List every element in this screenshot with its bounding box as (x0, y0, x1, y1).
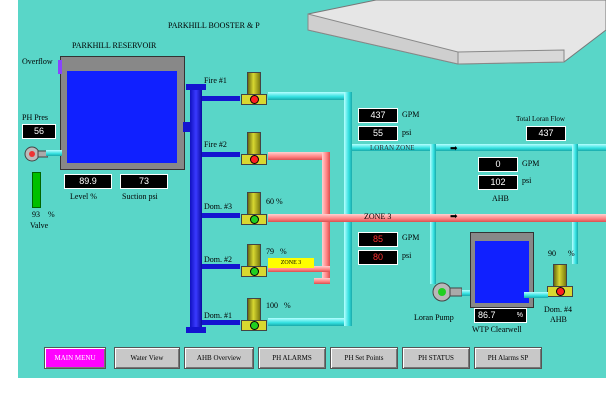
ph-alarms-sp-button[interactable]: PH Alarms SP (474, 347, 542, 369)
valve-label: Valve (30, 221, 49, 230)
ahb-label: AHB (492, 194, 509, 203)
dom1-label: Dom. #1 (204, 311, 232, 320)
level-readout: 89.9 (64, 174, 112, 189)
discharge-dom1 (268, 318, 350, 326)
valve-indicator (32, 172, 41, 208)
branch-dom1 (202, 320, 240, 325)
discharge-fire1 (268, 92, 352, 100)
ph-pres-label: PH Pres (22, 113, 49, 122)
hmi-screen: PARKHILL BOOSTER & P PARKHILL RESERVOIR … (18, 0, 606, 378)
overflow-label: Overflow (22, 57, 53, 66)
ahb-psi-unit: psi (522, 176, 532, 185)
zone3-gpm-readout: 85 (358, 232, 398, 247)
dom4-percent: 90 % (548, 249, 575, 258)
page-title: PARKHILL BOOSTER & P (168, 21, 260, 30)
ph-status-button[interactable]: PH STATUS (402, 347, 470, 369)
loran-flow-arrow: ➡ (450, 143, 458, 153)
branch-fire1 (202, 96, 240, 101)
ph-set-points-button[interactable]: PH Set Points (330, 347, 398, 369)
branch-dom2 (202, 264, 240, 269)
zone3-psi-readout: 80 (358, 250, 398, 265)
fire2-label: Fire #2 (204, 140, 227, 149)
ahb-drop-pipe (572, 144, 578, 264)
zone3-psi-unit: psi (402, 251, 412, 260)
clearwell-water (475, 241, 529, 303)
dom4-label-1: Dom. #4 (544, 305, 572, 314)
pump-dom4[interactable] (547, 264, 573, 297)
loran-psi-unit: psi (402, 128, 412, 137)
discharge-riser (344, 92, 352, 306)
dom3-percent: 60 % (266, 197, 283, 206)
zone3-main-pipe (268, 214, 606, 222)
water-view-button[interactable]: Water View (114, 347, 180, 369)
discharge-dom1-riser (344, 300, 352, 326)
ahb-gpm-unit: GPM (522, 159, 540, 168)
clearwell-label: WTP Clearwell (472, 325, 522, 334)
zone3-valve (314, 278, 330, 284)
loran-gpm-unit: GPM (402, 110, 420, 119)
pump-dom3[interactable] (241, 192, 267, 225)
loran-gpm-readout: 437 (358, 108, 398, 123)
reservoir-tank (60, 56, 185, 170)
inlet-pipe (46, 150, 62, 156)
valve-percent: 93 % (32, 210, 55, 219)
dom3-label: Dom. #3 (204, 202, 232, 211)
branch-dom3 (202, 213, 240, 218)
dom4-pipe (524, 292, 548, 298)
branch-fire2 (202, 152, 240, 157)
loran-pump-label: Loran Pump (414, 313, 454, 322)
pump-fire2[interactable] (241, 132, 267, 165)
inlet-pump-icon (24, 146, 48, 162)
total-loran-flow-readout: 437 (526, 126, 566, 141)
suction-label: Suction psi (122, 192, 158, 201)
zone3-fire2 (268, 152, 330, 160)
dom1-percent: 100 % (266, 301, 291, 310)
pump-fire1[interactable] (241, 72, 267, 105)
fire1-label: Fire #1 (204, 76, 227, 85)
ahb-overview-button[interactable]: AHB Overview (184, 347, 254, 369)
overflow-pipe (58, 60, 62, 74)
clearwell-tank (470, 232, 534, 308)
header-cap-bottom (186, 327, 206, 333)
suction-header (190, 84, 202, 332)
main-menu-button[interactable]: MAIN MENU (44, 347, 106, 369)
zone3-label: ZONE 3 (364, 212, 392, 221)
reservoir-label: PARKHILL RESERVOIR (72, 41, 157, 50)
loran-pump-icon[interactable] (428, 280, 462, 304)
reservoir-water (67, 71, 177, 163)
ahb-gpm-readout: 0 (478, 157, 518, 172)
zone3-flow-arrow: ➡ (450, 211, 458, 221)
total-loran-flow-label: Total Loran Flow (516, 115, 565, 123)
header-cap-top (186, 84, 206, 90)
ph-pres-readout: 56 (22, 124, 56, 139)
loran-zone-pipe (352, 144, 606, 151)
loran-psi-readout: 55 (358, 126, 398, 141)
zone3-dom2 (268, 266, 330, 272)
zone3-gpm-unit: GPM (402, 233, 420, 242)
overlay-panel (307, 0, 606, 65)
dom2-label: Dom. #2 (204, 255, 232, 264)
zone3-tag: ZONE 3 (268, 258, 314, 268)
suction-readout: 73 (120, 174, 168, 189)
pump-dom1[interactable] (241, 298, 267, 331)
ahb-psi-readout: 102 (478, 175, 518, 190)
loran-zone-label: LORAN ZONE (370, 144, 415, 152)
clearwell-readout: 86.7% (474, 308, 527, 323)
dom2-percent: 79 % (266, 247, 287, 256)
pump-dom2[interactable] (241, 244, 267, 277)
outlet-pipe (183, 122, 193, 132)
dom4-label-2: AHB (550, 315, 567, 324)
ph-alarms-button[interactable]: PH ALARMS (258, 347, 326, 369)
level-label: Level % (70, 192, 97, 201)
